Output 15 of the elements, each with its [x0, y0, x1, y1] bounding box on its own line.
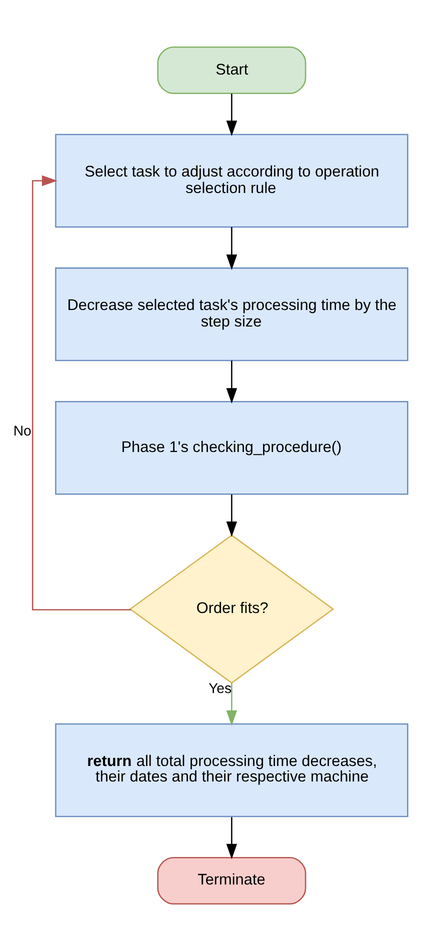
node-diamond: Order fits?	[129, 534, 334, 684]
node-box: Decrease selected task's processing time by the step size	[55, 266, 408, 361]
node-box: return all total processing time decreases, their dates and their respective machine	[55, 722, 408, 817]
node-box: Select task to adjust according to operation selection rule	[55, 133, 408, 228]
arrow	[226, 93, 238, 136]
node-box: Phase 1's checking_procedure()	[55, 400, 408, 494]
node-box: Terminate	[157, 856, 306, 904]
arrow	[226, 226, 238, 270]
arrow	[226, 360, 238, 404]
node-box: Start	[157, 46, 306, 94]
edge-label: No	[13, 422, 32, 438]
arrow	[32, 174, 131, 610]
arrow	[226, 816, 238, 859]
arrow	[226, 494, 238, 536]
arrow	[226, 682, 238, 726]
